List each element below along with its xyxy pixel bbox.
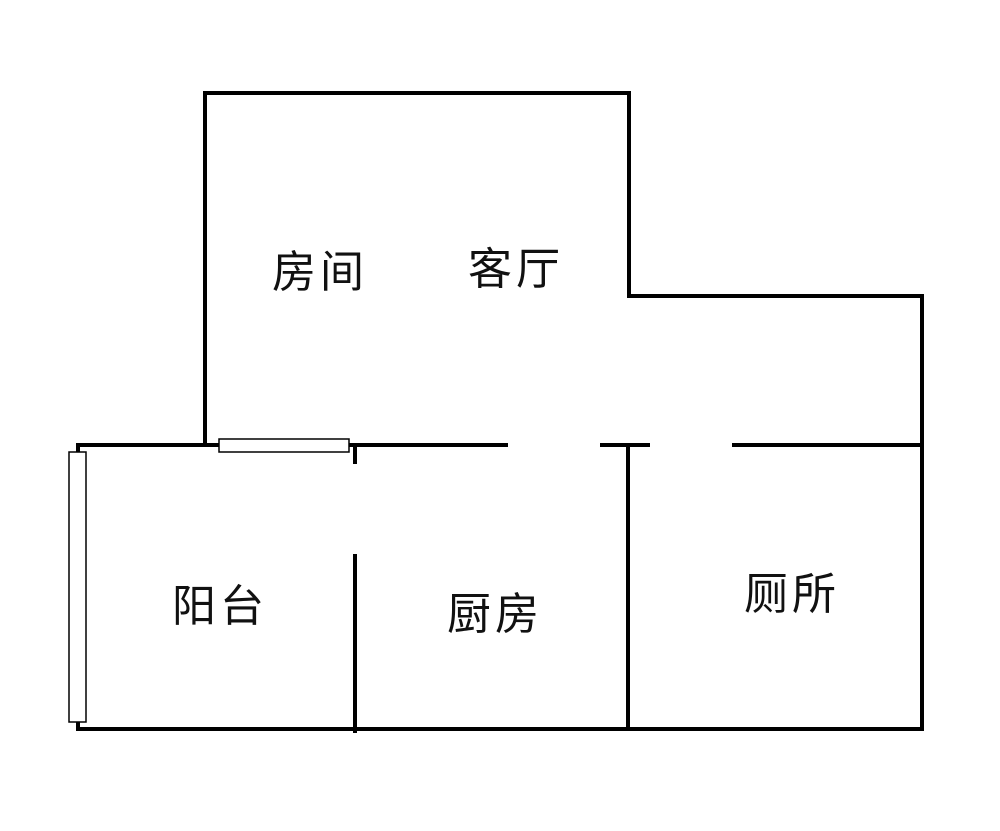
room-label-kitchen: 厨房 xyxy=(447,589,543,640)
room-label-balcony: 阳台 xyxy=(172,581,268,632)
room-label-bedroom: 房间 xyxy=(272,247,368,298)
room-label-toilet: 厕所 xyxy=(744,569,840,620)
window-left xyxy=(68,451,87,723)
window-top xyxy=(218,438,350,453)
room-label-living-room: 客厅 xyxy=(468,244,564,295)
